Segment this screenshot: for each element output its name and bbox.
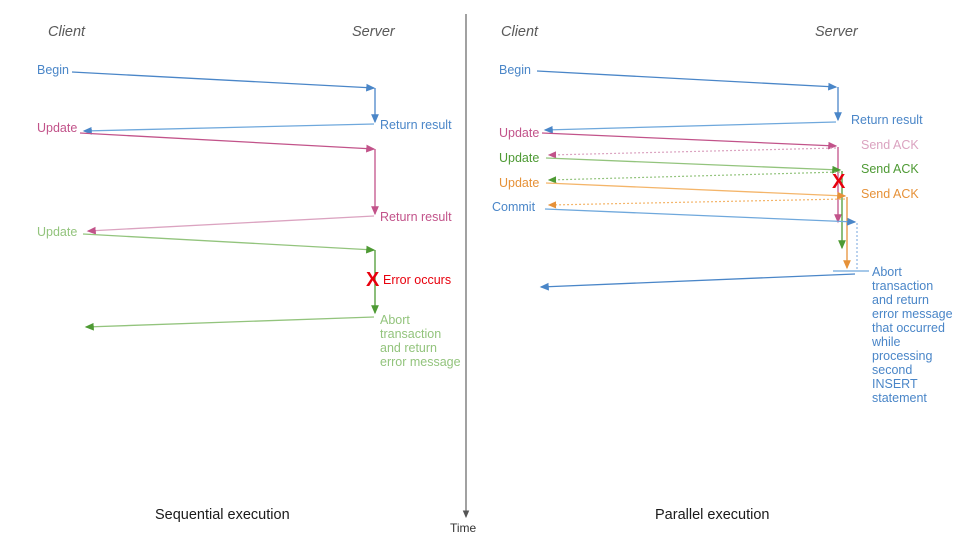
sequential-client-header: Client <box>48 24 86 40</box>
time-axis-label: Time <box>450 521 477 535</box>
sequential-server-header: Server <box>352 24 395 40</box>
parallel-message-send-ack-3: Send ACK <box>861 187 919 201</box>
parallel-message-begin: Begin <box>499 63 531 77</box>
arrow-update-1-request <box>79 132 376 153</box>
arrow-p-commit-request <box>544 208 857 226</box>
parallel-client-header: Client <box>501 24 539 40</box>
arrow-p-ack-2-green <box>547 171 841 184</box>
sequential-message-abort-block: Abort transaction and return error messa… <box>380 313 461 369</box>
sequential-message-error-occurs: Error occurs <box>383 273 452 287</box>
sequential-message-update-1: Update <box>37 121 78 135</box>
arrow-p-ack-1-pink <box>547 147 837 159</box>
parallel-message-send-ack-2: Send ACK <box>861 162 919 176</box>
arrow-p-abort-return <box>539 273 856 291</box>
arrow-p-update-1-request <box>541 132 838 150</box>
arrow-return-result-blue <box>82 123 375 135</box>
parallel-message-update-3: Update <box>499 176 540 190</box>
parallel-server-header: Server <box>815 24 858 40</box>
arrow-begin-request <box>71 71 376 92</box>
parallel-caption: Parallel execution <box>655 507 770 523</box>
sequential-message-update-2: Update <box>37 225 78 239</box>
arrow-p-update-2-request <box>545 157 842 174</box>
sequential-caption: Sequential execution <box>155 507 290 523</box>
parallel-panel-arrows <box>536 70 869 291</box>
sequential-message-return-result-2: Return result <box>380 210 452 224</box>
arrow-p-update-3-request <box>545 182 847 200</box>
parallel-message-update-1: Update <box>499 126 540 140</box>
error-x-icon-parallel: X <box>832 171 846 193</box>
parallel-message-update-2: Update <box>499 151 540 165</box>
sequential-message-begin: Begin <box>37 63 69 77</box>
sequential-message-return-result-1: Return result <box>380 118 452 132</box>
arrow-p-ack-3-orange <box>547 198 846 209</box>
arrow-p-begin-request <box>536 70 838 91</box>
sequential-panel-arrows <box>71 71 379 331</box>
error-x-icon-sequential: X <box>366 269 380 291</box>
arrow-abort-return-green <box>84 316 375 331</box>
parallel-message-send-ack-1: Send ACK <box>861 138 919 152</box>
arrow-p-return-result-blue <box>543 121 837 134</box>
parallel-message-abort-block: Abort transaction and return error messa… <box>872 265 953 405</box>
arrow-return-result-pink <box>86 215 375 235</box>
parallel-message-commit: Commit <box>492 200 536 214</box>
parallel-message-return-result: Return result <box>851 113 923 127</box>
arrow-update-2-request <box>82 233 376 254</box>
